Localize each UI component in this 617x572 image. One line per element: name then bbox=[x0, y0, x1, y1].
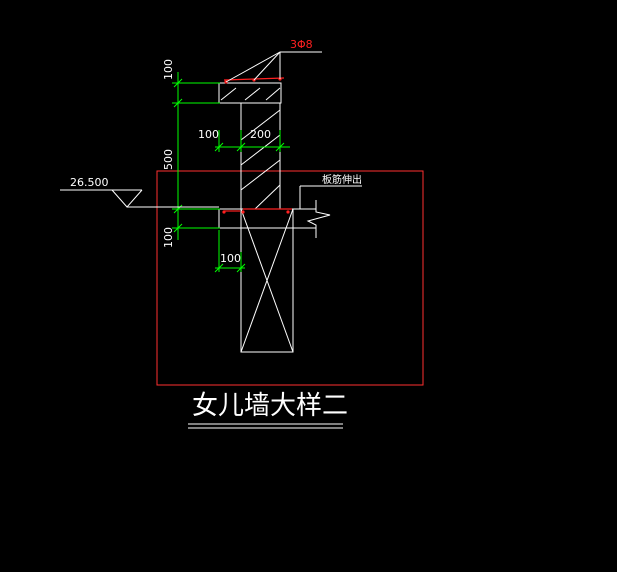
slab-note-leader bbox=[299, 185, 362, 209]
drawing-title: 女儿墙大样二 bbox=[192, 391, 348, 421]
elevation-label: 26.500 bbox=[70, 176, 109, 189]
viewport-frame bbox=[156, 170, 424, 386]
dim-bottom-width: 100 bbox=[220, 252, 241, 265]
parapet-wall bbox=[218, 82, 282, 210]
dim-bottom: 100 bbox=[162, 227, 175, 248]
dim-top: 100 bbox=[162, 59, 175, 80]
dim-wall-width: 200 bbox=[250, 128, 271, 141]
vertical-dimension bbox=[172, 72, 220, 240]
slab-beam bbox=[218, 200, 331, 238]
rebar-label: 3Φ8 bbox=[290, 38, 313, 51]
dim-middle: 500 bbox=[162, 149, 175, 170]
lower-column bbox=[240, 208, 294, 353]
horizontal-dimension-upper bbox=[214, 130, 290, 152]
horizontal-dimension-lower bbox=[214, 230, 246, 273]
title-underline bbox=[188, 423, 343, 429]
slab-note: 板筋伸出 bbox=[322, 173, 362, 186]
dim-left-width: 100 bbox=[198, 128, 219, 141]
rebar-leader bbox=[225, 51, 322, 83]
elevation-marker bbox=[60, 189, 219, 208]
